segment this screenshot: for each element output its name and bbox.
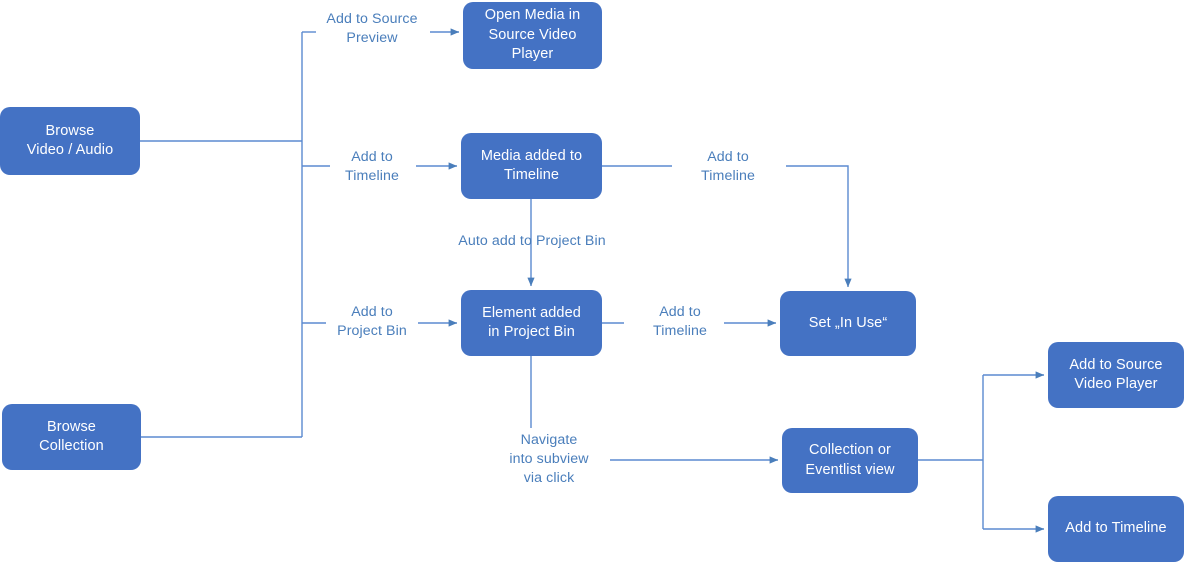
edge-label-auto-add-to-project-bin: Auto add to Project Bin: [458, 233, 606, 249]
edge-label-add-to-timeline-right: Add to Timeline: [701, 149, 755, 184]
node-collection-or-eventlist-view[interactable]: Collection or Eventlist view: [782, 428, 918, 493]
edge-label-add-to-source-preview: Add to Source Preview: [326, 11, 418, 46]
node-add-to-timeline[interactable]: Add to Timeline: [1048, 496, 1184, 562]
edge-label-add-to-project-bin: Add to Project Bin: [337, 304, 407, 339]
edge-label-add-to-timeline-upper: Add to Timeline: [345, 149, 399, 184]
node-element-added-in-project-bin[interactable]: Element added in Project Bin: [461, 290, 602, 356]
node-browse-video-audio[interactable]: Browse Video / Audio: [0, 107, 140, 175]
node-open-media-source-video-player[interactable]: Open Media in Source Video Player: [463, 2, 602, 69]
node-add-to-source-video-player[interactable]: Add to Source Video Player: [1048, 342, 1184, 408]
edge-label-add-to-timeline-lower: Add to Timeline: [653, 304, 707, 339]
edge-label-navigate-into-subview: Navigate into subview via click: [509, 432, 589, 486]
node-browse-collection[interactable]: Browse Collection: [2, 404, 141, 470]
node-set-in-use[interactable]: Set „In Use“: [780, 291, 916, 356]
edge-timeline-right-to-set-in-use: [786, 165, 852, 288]
node-media-added-to-timeline[interactable]: Media added to Timeline: [461, 133, 602, 199]
